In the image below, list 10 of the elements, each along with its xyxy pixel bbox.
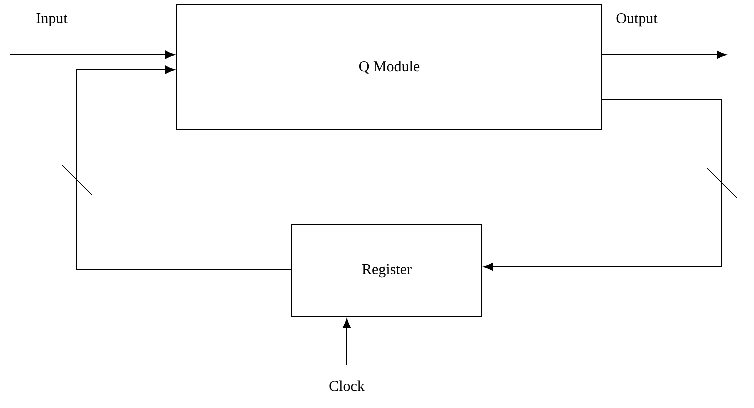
arrow <box>484 100 722 272</box>
module-box: Q Module <box>176 4 602 130</box>
edge-label: Clock <box>330 380 365 392</box>
edge-label: Input <box>36 14 68 26</box>
arrow <box>10 50 176 60</box>
arrow <box>76 66 292 270</box>
arrow <box>342 318 352 366</box>
edge-label: Output <box>616 13 658 27</box>
arrow <box>602 50 727 60</box>
module-box: Register <box>292 224 482 318</box>
